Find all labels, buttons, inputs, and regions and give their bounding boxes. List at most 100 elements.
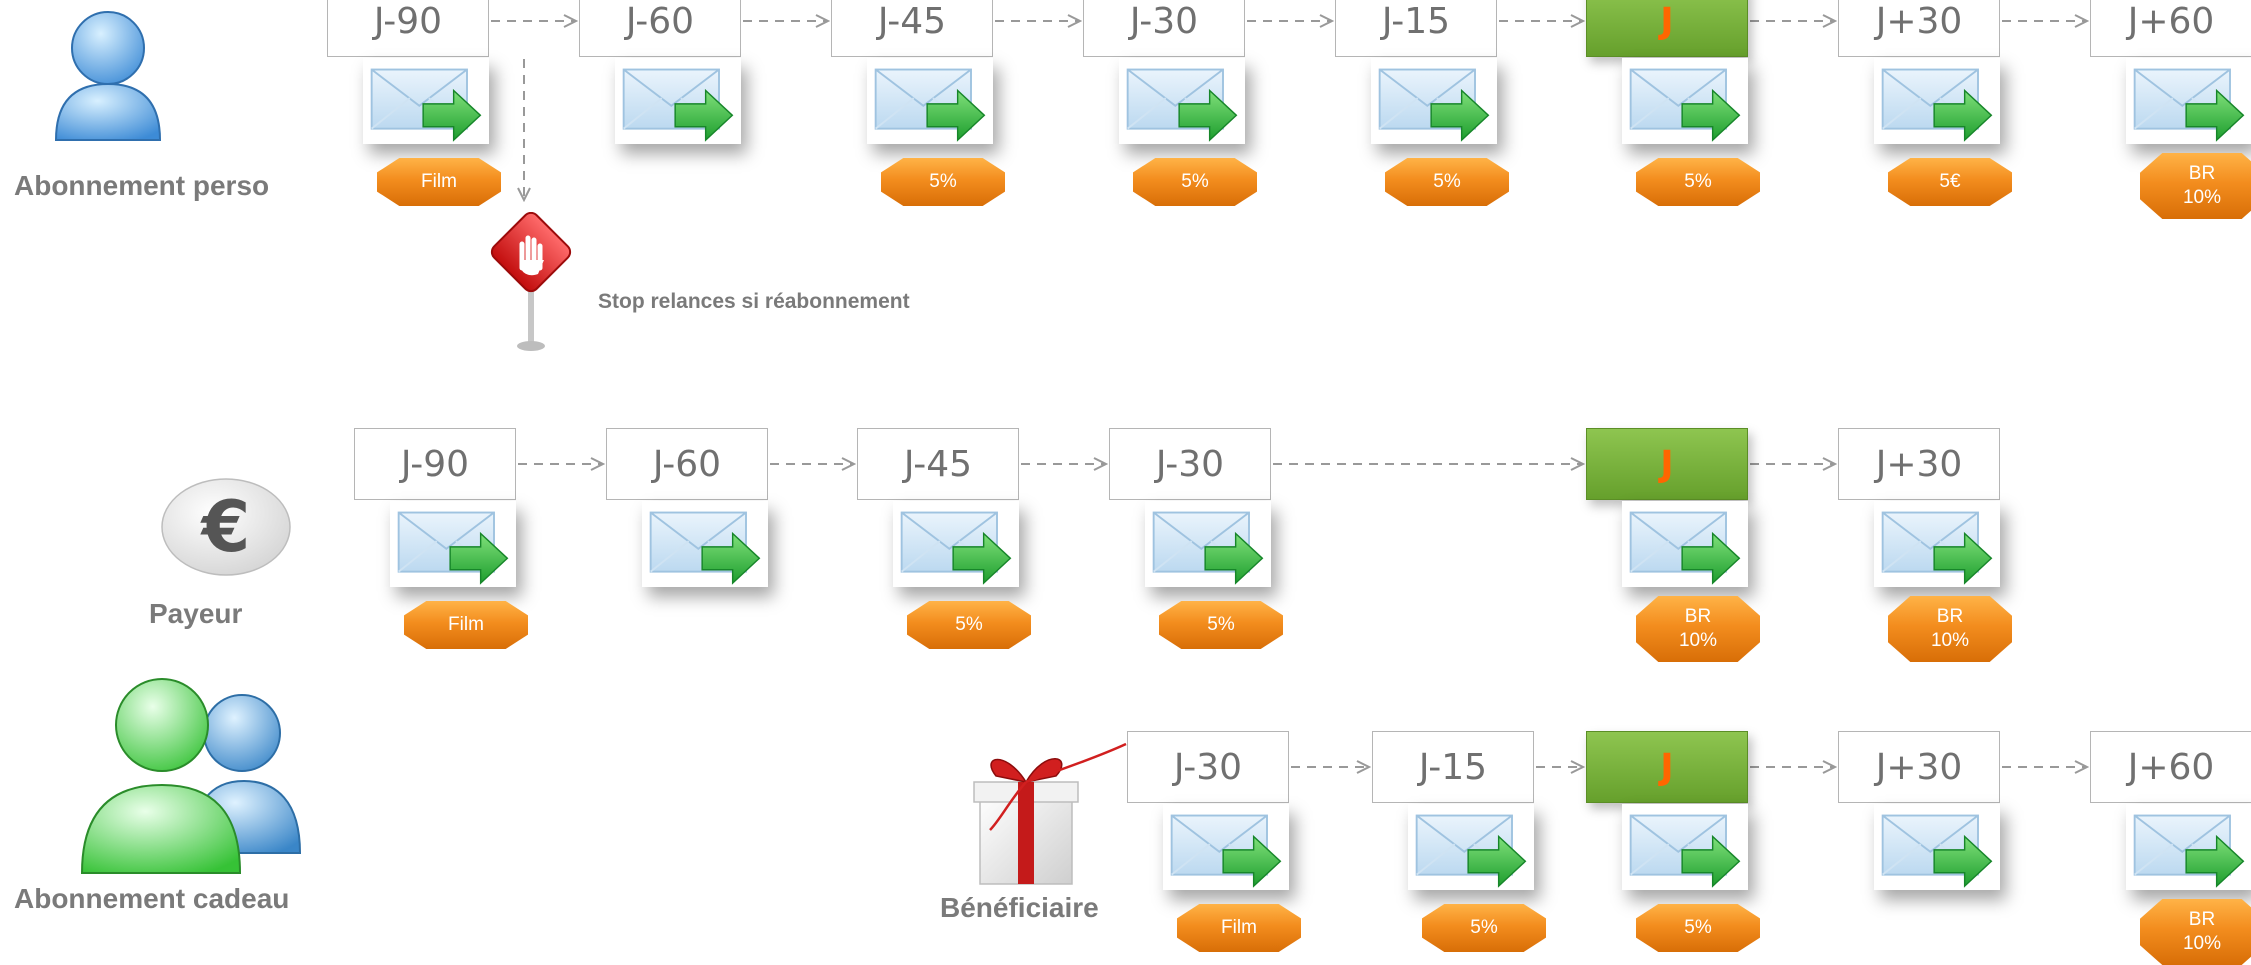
envelope-arrow-icon xyxy=(1126,68,1238,142)
day-label: J xyxy=(1660,0,1674,42)
email-icon xyxy=(2126,58,2251,144)
envelope-arrow-icon xyxy=(1378,68,1490,142)
offer-badge: 5% xyxy=(1636,904,1760,952)
envelope-arrow-icon xyxy=(1170,814,1282,888)
email-icon xyxy=(1145,501,1271,587)
offer-badge: 5% xyxy=(881,158,1005,206)
offer-badge: Film xyxy=(404,601,528,649)
envelope-arrow-icon xyxy=(2133,68,2245,142)
gift-icon xyxy=(950,730,1130,895)
offer-badge-label: 5% xyxy=(929,171,957,193)
day-label: J xyxy=(1660,443,1674,485)
email-icon xyxy=(1163,804,1289,890)
day-box: J-90 xyxy=(327,0,489,57)
day-box: J+60 xyxy=(2090,0,2251,57)
offer-badge-label: BR 10% xyxy=(1678,606,1718,651)
track-label: Abonnement perso xyxy=(14,170,270,201)
track-label: Payeur xyxy=(149,598,243,629)
email-icon xyxy=(1622,804,1748,890)
day-box: J-15 xyxy=(1335,0,1497,57)
offer-badge: 5€ xyxy=(1888,158,2012,206)
deadline-day-box: J xyxy=(1586,0,1748,57)
stop-sign-icon xyxy=(484,211,584,357)
envelope-arrow-icon xyxy=(2133,814,2245,888)
person-icon xyxy=(48,6,168,151)
day-box: J-30 xyxy=(1083,0,1245,57)
day-label: J-60 xyxy=(625,0,695,42)
day-box: J-15 xyxy=(1372,731,1534,803)
day-box: J-60 xyxy=(579,0,741,57)
email-icon xyxy=(1874,58,2000,144)
day-label: J+30 xyxy=(1875,443,1963,485)
email-icon xyxy=(1119,58,1245,144)
offer-badge-label: 5€ xyxy=(1939,171,1961,193)
day-box: J-45 xyxy=(831,0,993,57)
envelope-arrow-icon xyxy=(874,68,986,142)
offer-badge-label: Film xyxy=(448,614,484,636)
day-label: J-45 xyxy=(877,0,947,42)
envelope-arrow-icon xyxy=(397,511,509,585)
envelope-arrow-icon xyxy=(900,511,1012,585)
offer-badge-label: BR 10% xyxy=(2182,163,2222,208)
stop-note: Stop relances si réabonnement xyxy=(598,290,910,313)
day-box: J-30 xyxy=(1127,731,1289,803)
envelope-arrow-icon xyxy=(1629,814,1741,888)
day-box: J-90 xyxy=(354,428,516,500)
day-box: J-60 xyxy=(606,428,768,500)
offer-badge-label: Film xyxy=(421,171,457,193)
email-icon xyxy=(1371,58,1497,144)
day-label: J-60 xyxy=(652,443,722,485)
offer-badge: BR 10% xyxy=(1636,596,1760,662)
svg-text:€: € xyxy=(200,486,251,568)
euro-icon: € xyxy=(156,475,296,590)
email-icon xyxy=(2126,804,2251,890)
day-box: J+30 xyxy=(1838,428,2000,500)
deadline-day-box: J xyxy=(1586,428,1748,500)
day-box: J+60 xyxy=(2090,731,2251,803)
offer-badge-label: Film xyxy=(1221,917,1257,939)
day-label: J-90 xyxy=(400,443,470,485)
email-icon xyxy=(893,501,1019,587)
offer-badge: 5% xyxy=(1636,158,1760,206)
day-box: J+30 xyxy=(1838,731,2000,803)
envelope-arrow-icon xyxy=(1881,68,1993,142)
offer-badge-label: 5% xyxy=(1207,614,1235,636)
offer-badge-label: BR 10% xyxy=(2182,909,2222,954)
offer-badge-label: 5% xyxy=(1684,171,1712,193)
day-label: J-30 xyxy=(1155,443,1225,485)
offer-badge: 5% xyxy=(1133,158,1257,206)
envelope-arrow-icon xyxy=(1629,68,1741,142)
day-label: J xyxy=(1660,746,1674,788)
envelope-arrow-icon xyxy=(622,68,734,142)
day-label: J-30 xyxy=(1173,746,1243,788)
email-icon xyxy=(390,501,516,587)
email-icon xyxy=(363,58,489,144)
people-icon xyxy=(72,673,312,888)
envelope-arrow-icon xyxy=(649,511,761,585)
day-label: J-30 xyxy=(1129,0,1199,42)
offer-badge: 5% xyxy=(907,601,1031,649)
offer-badge: Film xyxy=(377,158,501,206)
day-box: J-45 xyxy=(857,428,1019,500)
offer-badge: Film xyxy=(1177,904,1301,952)
offer-badge-label: 5% xyxy=(1433,171,1461,193)
envelope-arrow-icon xyxy=(370,68,482,142)
offer-badge-label: 5% xyxy=(1470,917,1498,939)
offer-badge-label: 5% xyxy=(1684,917,1712,939)
offer-badge: BR 10% xyxy=(2140,153,2251,219)
offer-badge: 5% xyxy=(1422,904,1546,952)
day-label: J+60 xyxy=(2127,746,2215,788)
offer-badge: 5% xyxy=(1159,601,1283,649)
email-icon xyxy=(867,58,993,144)
day-label: J+30 xyxy=(1875,0,1963,42)
offer-badge: 5% xyxy=(1385,158,1509,206)
email-icon xyxy=(642,501,768,587)
day-label: J-90 xyxy=(373,0,443,42)
offer-badge-label: 5% xyxy=(955,614,983,636)
offer-badge: BR 10% xyxy=(2140,899,2251,965)
envelope-arrow-icon xyxy=(1881,814,1993,888)
day-box: J-30 xyxy=(1109,428,1271,500)
envelope-arrow-icon xyxy=(1881,511,1993,585)
offer-badge-label: 5% xyxy=(1181,171,1209,193)
